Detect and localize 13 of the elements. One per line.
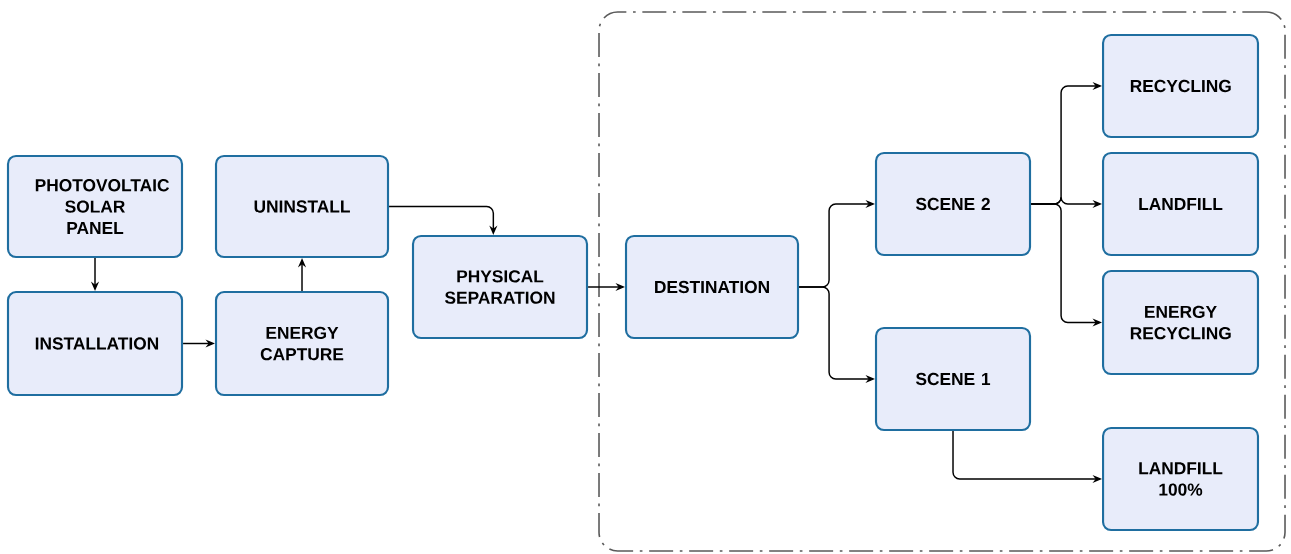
group-frame [598,11,1286,552]
process-box: LANDFILL [1102,151,1260,257]
process-box: PHOTOVOLTAIC SOLAR PANEL [6,154,184,259]
process-box: SCENE 1 [874,326,1032,432]
process-box: RECYCLING [1102,33,1260,139]
process-box: ENERGY CAPTURE [214,290,390,397]
process-box: LANDFILL 100% [1102,426,1260,532]
process-box: DESTINATION [624,234,800,340]
process-box: INSTALLATION [6,290,184,397]
process-box: PHYSICAL SEPARATION [411,234,589,340]
process-box: ENERGY RECYCLING [1102,269,1260,376]
process-box: SCENE 2 [874,151,1032,257]
process-box: UNINSTALL [214,154,390,259]
